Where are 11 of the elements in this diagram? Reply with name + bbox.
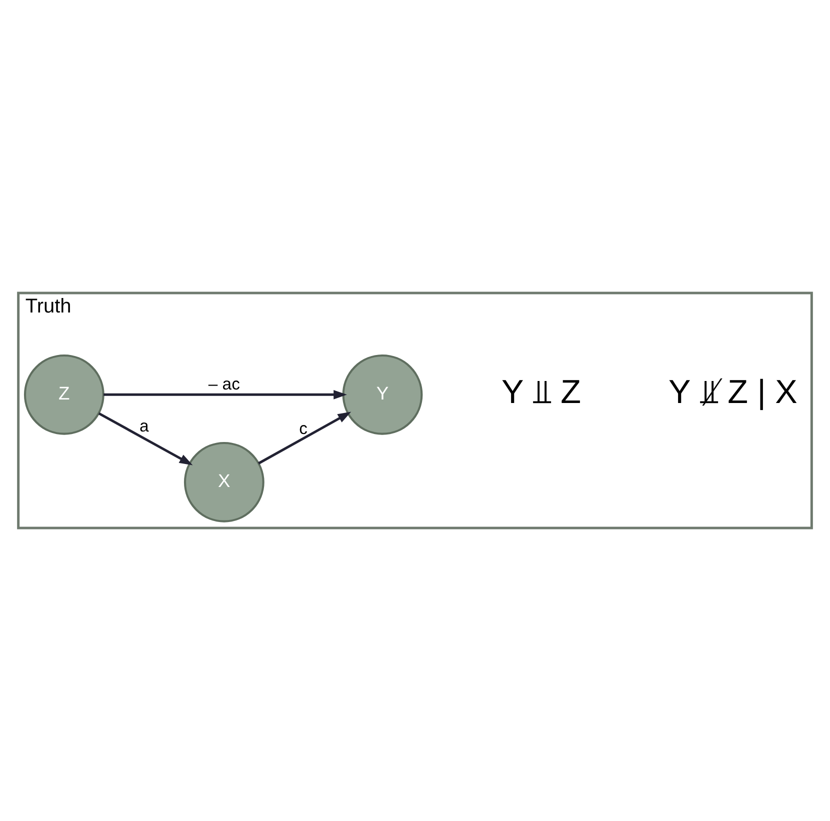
edge-label: – ac: [208, 374, 240, 394]
label: Y ⫫̸ Z | X: [668, 374, 798, 411]
arrow: [98, 412, 193, 466]
node-circle: Z: [24, 354, 104, 435]
arrow: [258, 412, 352, 464]
node-circle: Y: [342, 354, 423, 435]
edge-label: c: [299, 418, 308, 438]
arrow: [104, 390, 347, 400]
label: Y ⫫ Z: [501, 374, 582, 411]
node-circle: X: [184, 442, 264, 522]
edge-label: a: [140, 416, 149, 436]
